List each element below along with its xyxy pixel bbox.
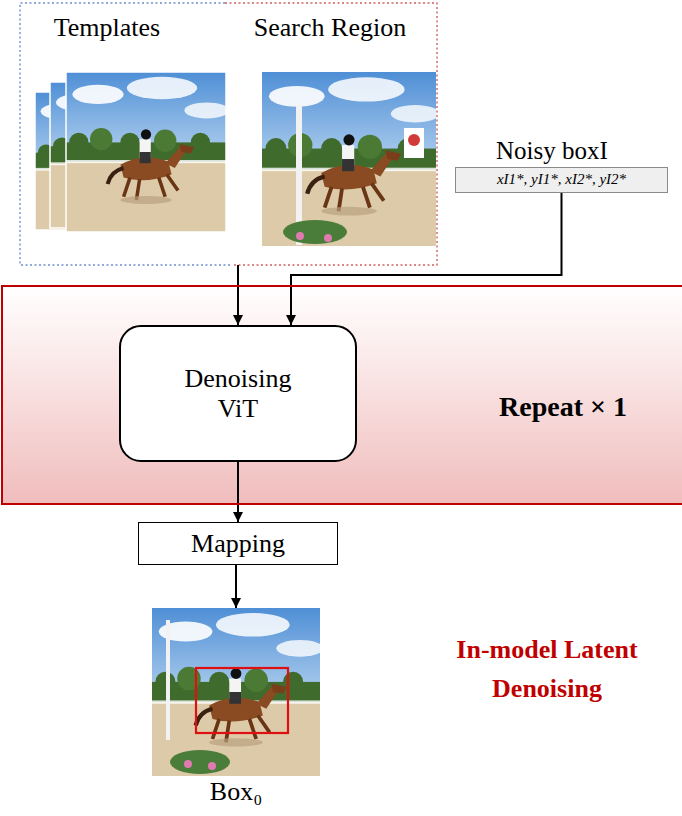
- mapping-box: Mapping: [138, 522, 338, 565]
- section-title: Templates: [32, 13, 182, 43]
- output-image: Box₀: [152, 608, 320, 776]
- output-label: Box₀: [132, 777, 340, 807]
- arrow-connector: [237, 462, 239, 522]
- box-title: Noisy boxI: [496, 137, 608, 166]
- arrow-connector: [291, 193, 562, 325]
- repeat-band: Denoising ViT Repeat × 1: [1, 285, 682, 505]
- denoising-vit-box: Denoising ViT: [119, 325, 357, 462]
- process-label: Denoising ViT: [121, 327, 355, 460]
- repeat-label: Repeat × 1: [499, 391, 627, 423]
- arrow-connector: [237, 265, 239, 325]
- arrow-connector: [235, 565, 237, 608]
- section-title: Search Region: [230, 13, 430, 43]
- noisy-box: Noisy boxIxI1*, yI1*, xI2*, yI2*: [455, 167, 668, 193]
- coordinate-text: xI1*, yI1*, xI2*, yI2*: [456, 168, 667, 192]
- process-label: Mapping: [139, 523, 337, 564]
- input-frame: Templates Search Region: [20, 3, 437, 265]
- caption-note: In-model Latent Denoising: [432, 630, 662, 708]
- process-label: Denoising ViT: [163, 364, 313, 424]
